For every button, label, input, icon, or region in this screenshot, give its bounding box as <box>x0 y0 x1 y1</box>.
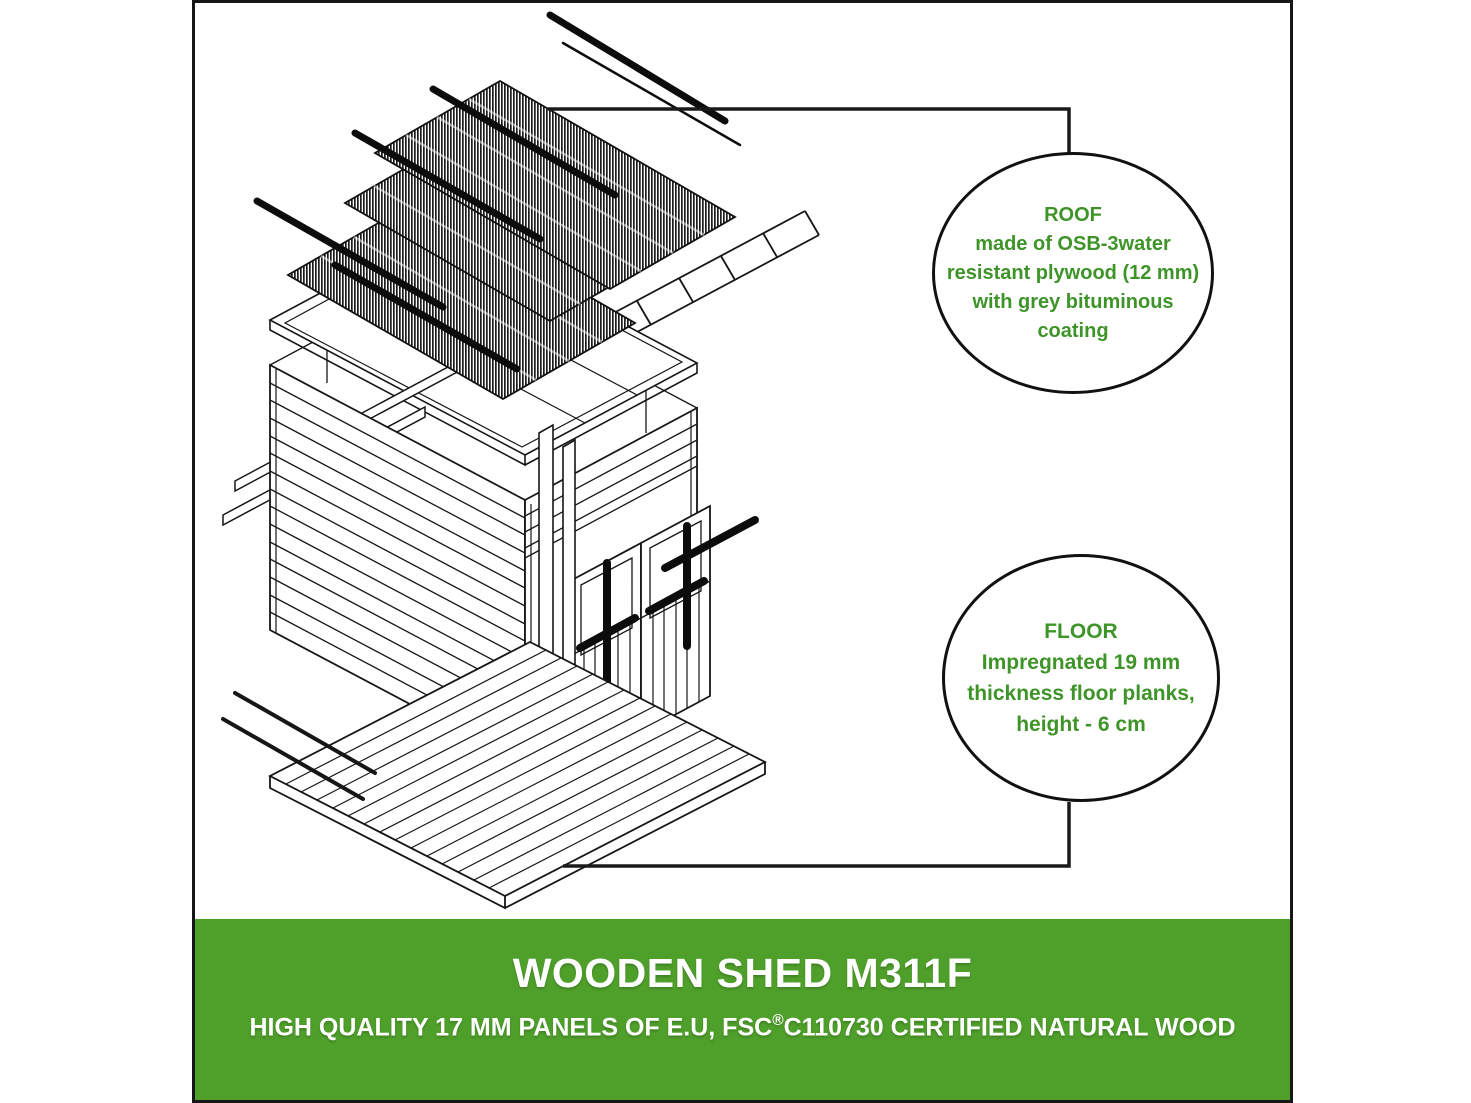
roof-callout-line: with grey bituminous <box>972 290 1174 313</box>
subtitle-suffix: C110730 CERTIFIED NATURAL WOOD <box>783 1013 1236 1042</box>
roof-callout-line: coating <box>1037 319 1109 342</box>
callout-roof: ROOF made of OSB-3water resistant plywoo… <box>932 152 1214 394</box>
floor-platform <box>268 640 767 910</box>
roof-panel <box>373 79 737 291</box>
floor-callout-line: height - 6 cm <box>1016 713 1146 736</box>
catalog-page: ROOF made of OSB-3water resistant plywoo… <box>192 0 1293 1103</box>
door-hardware <box>576 516 759 687</box>
roof-callout-title: ROOF <box>1044 203 1102 226</box>
callout-floor: FLOOR Impregnated 19 mm thickness floor … <box>942 554 1220 802</box>
product-title: WOODEN SHED M311F <box>512 950 973 996</box>
floor-callout-line: Impregnated 19 mm <box>981 651 1181 674</box>
floor-callout-line: thickness floor planks, <box>967 682 1195 705</box>
registered-trademark-symbol: ® <box>772 1012 784 1030</box>
roof-callout-line: resistant plywood (12 mm) <box>946 261 1200 284</box>
skid-beams <box>221 691 377 801</box>
floor-callout-title: FLOOR <box>1044 620 1118 643</box>
roof-battens <box>253 11 742 373</box>
subtitle-prefix: HIGH QUALITY 17 MM PANELS OF E.U, FSC <box>249 1013 773 1042</box>
shed-exploded-drawing <box>221 11 1071 910</box>
leader-lines <box>548 107 1071 868</box>
roof-panels <box>286 79 737 401</box>
roof-leader-line <box>548 107 1071 154</box>
product-subtitle: HIGH QUALITY 17 MM PANELS OF E.U, FSC®C1… <box>249 1012 1236 1042</box>
roof-callout-line: made of OSB-3water <box>975 232 1171 255</box>
product-banner: WOODEN SHED M311F HIGH QUALITY 17 MM PAN… <box>195 919 1290 1100</box>
floor-leader-line <box>563 802 1071 868</box>
